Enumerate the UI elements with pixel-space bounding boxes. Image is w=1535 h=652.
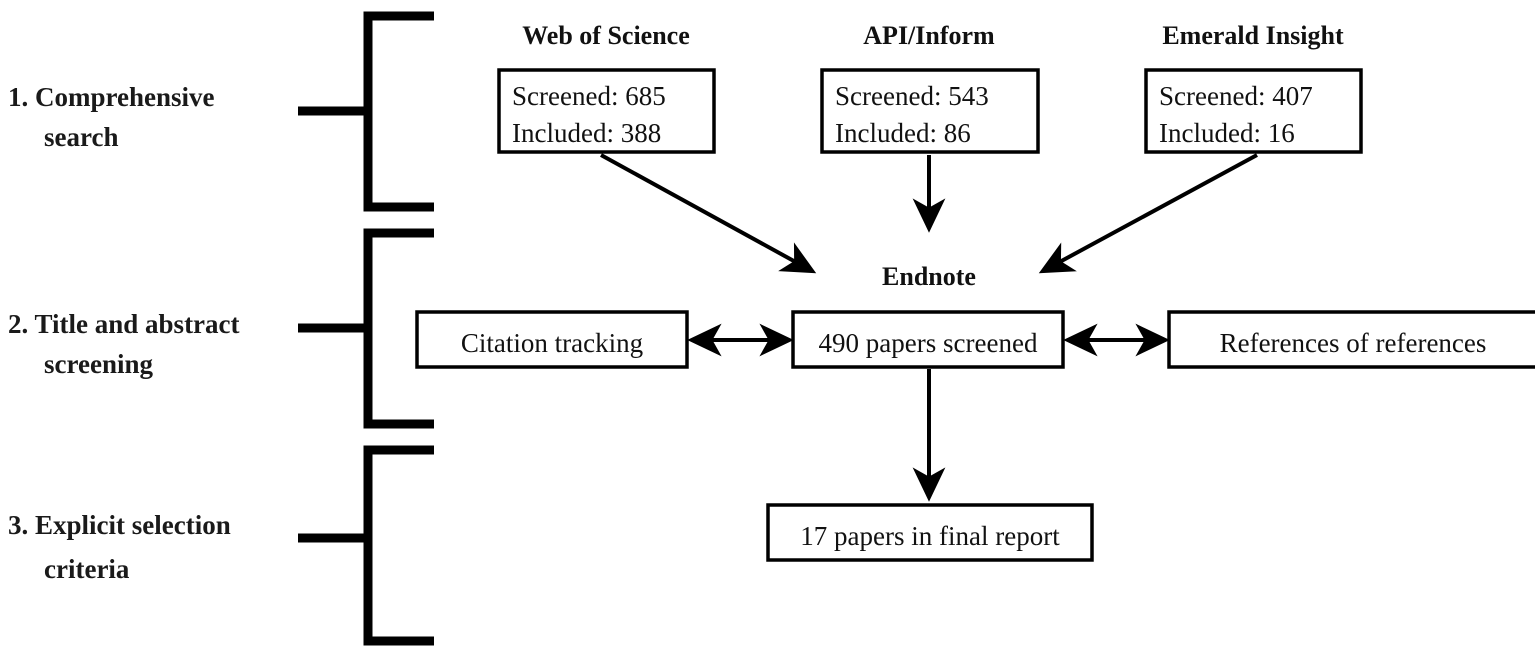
stage-2-label-line1: 2. Title and abstract: [8, 309, 240, 339]
source-3-included: Included: 16: [1159, 118, 1295, 148]
source-3-screened: Screened: 407: [1159, 81, 1313, 111]
source-api-inform-group: API/Inform Screened: 543 Included: 86: [820, 21, 1040, 154]
source-1-heading: Web of Science: [522, 21, 690, 50]
citation-tracking-group: Citation tracking: [415, 310, 689, 369]
stage-3-group: 3. Explicit selection criteria: [8, 445, 434, 646]
source-emerald-insight-group: Emerald Insight Screened: 407 Included: …: [1144, 21, 1363, 154]
source-1-included: Included: 388: [512, 118, 661, 148]
final-report-box[interactable]: [766, 503, 1094, 562]
stage-1-label-line2: search: [44, 122, 119, 152]
source-2-heading: API/Inform: [863, 21, 995, 50]
stage-3-label-line2: criteria: [44, 554, 130, 584]
papers-screened-label: 490 papers screened: [819, 328, 1038, 358]
stage-3-bracket: [363, 445, 434, 646]
references-of-references-group: References of references: [1167, 310, 1535, 369]
source-web-of-science-group: Web of Science Screened: 685 Included: 3…: [497, 21, 716, 154]
source-3-box[interactable]: [1144, 68, 1363, 154]
papers-screened-group: 490 papers screened: [791, 310, 1065, 369]
stage-2-group: 2. Title and abstract screening: [8, 228, 434, 429]
citation-tracking-label: Citation tracking: [461, 328, 643, 358]
references-of-references-label: References of references: [1220, 328, 1487, 358]
final-report-group: 17 papers in final report: [766, 503, 1094, 562]
references-of-references-box[interactable]: [1167, 310, 1535, 369]
papers-screened-box[interactable]: [791, 310, 1065, 369]
final-report-label: 17 papers in final report: [800, 521, 1060, 551]
source-2-screened: Screened: 543: [835, 81, 989, 111]
source-2-box[interactable]: [820, 68, 1040, 154]
arrow-web-of-science-to-endnote: [600, 153, 817, 274]
source-3-heading: Emerald Insight: [1162, 21, 1344, 50]
stage-3-label-line1: 3. Explicit selection: [8, 510, 231, 540]
stage-1-group: 1. Comprehensive search: [8, 11, 434, 212]
source-1-screened: Screened: 685: [512, 81, 666, 111]
source-1-box[interactable]: [497, 68, 716, 154]
stage-1-bracket: [363, 11, 434, 212]
citation-tracking-box[interactable]: [415, 310, 689, 369]
stage-1-label-line1: 1. Comprehensive: [8, 82, 215, 112]
stage-2-label-line2: screening: [44, 349, 153, 379]
arrow-emerald-insight-to-endnote: [1038, 153, 1258, 274]
source-2-included: Included: 86: [835, 118, 971, 148]
endnote-label: Endnote: [882, 262, 976, 291]
